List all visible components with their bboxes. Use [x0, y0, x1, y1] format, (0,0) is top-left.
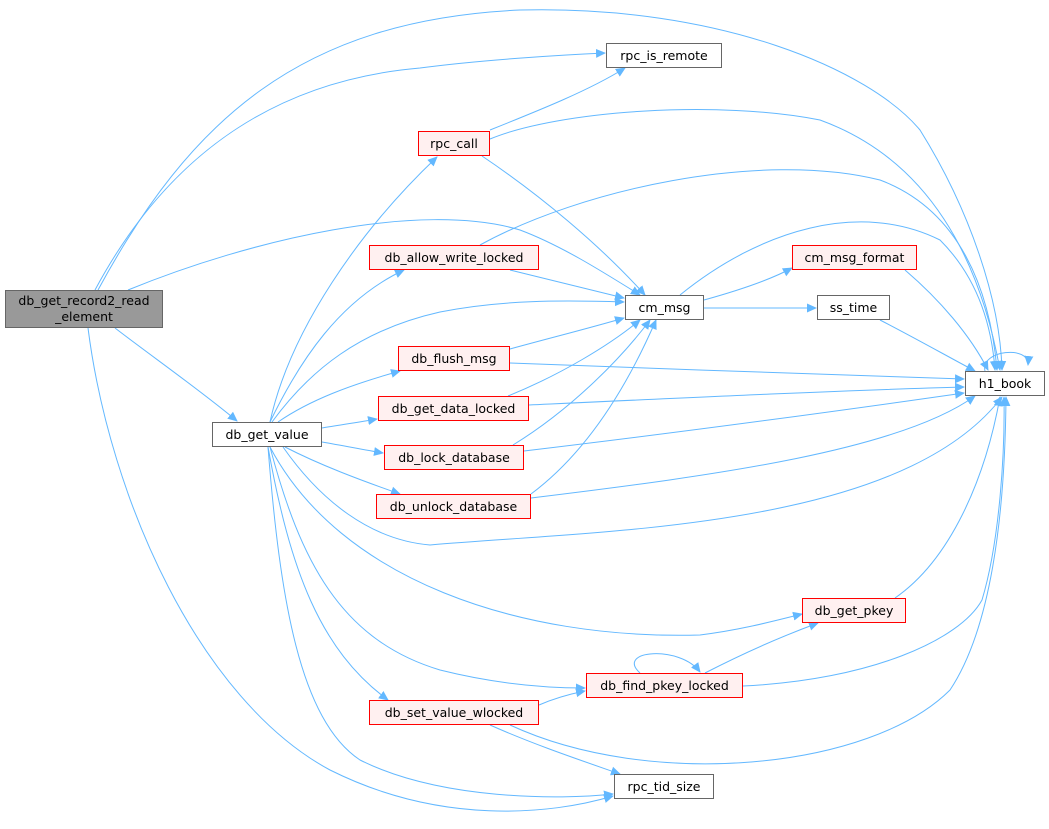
- node-cm-msg[interactable]: cm_msg: [625, 295, 704, 320]
- edge-h1-book-to-h1-book: [984, 351, 1034, 372]
- edge-db-unlock-database-to-h1-book: [530, 395, 976, 499]
- edge-db-allow-write-locked-to-cm-msg: [509, 269, 625, 301]
- edge-db-get-value-to-db-flush-msg: [277, 369, 401, 423]
- edge-db-find-pkey-locked-to-db-get-pkey: [704, 621, 819, 674]
- edge-db-find-pkey-locked-to-db-find-pkey-locked: [633, 653, 701, 674]
- edge-cm-msg-format-to-h1-book: [904, 269, 989, 371]
- edge-db-get-value-to-cm-msg: [271, 297, 625, 423]
- edge-rpc-call-to-h1-book: [489, 109, 1003, 371]
- node-cm-msg-format[interactable]: cm_msg_format: [792, 245, 917, 270]
- edge-db-get-value-to-rpc-call: [269, 156, 438, 423]
- edge-db-get-data-locked-to-h1-book: [528, 382, 965, 406]
- edge-rpc-call-to-rpc-is-remote: [489, 67, 626, 131]
- edge-db-flush-msg-to-cm-msg: [509, 316, 625, 350]
- edges-layer: [87, 9, 1034, 812]
- edge-db-set-value-wlocked-to-h1-book: [509, 396, 1011, 765]
- edge-ss-time-to-h1-book: [879, 319, 976, 372]
- node-rpc-tid-size[interactable]: rpc_tid_size: [614, 774, 714, 799]
- edge-cm-msg-to-cm-msg-format: [703, 267, 793, 301]
- node-db-find-pkey-locked[interactable]: db_find_pkey_locked: [586, 673, 743, 698]
- edge-root-to-cm-msg: [127, 219, 641, 296]
- edge-db-get-value-to-db-lock-database: [321, 441, 384, 456]
- edge-db-find-pkey-locked-to-h1-book: [742, 396, 1009, 687]
- node-db-lock-database[interactable]: db_lock_database: [384, 445, 524, 470]
- edge-db-flush-msg-to-h1-book: [509, 362, 965, 384]
- edge-db-unlock-database-to-cm-msg: [530, 319, 657, 495]
- edge-db-get-value-to-db-unlock-database: [284, 446, 401, 496]
- edge-root-to-db-get-value: [114, 327, 238, 422]
- edge-cm-msg-to-h1-book: [679, 221, 999, 371]
- edge-db-lock-database-to-cm-msg: [512, 319, 651, 446]
- node-db-set-value-wlocked[interactable]: db_set_value_wlocked: [369, 700, 539, 725]
- edge-root-to-rpc-is-remote: [94, 48, 606, 291]
- node-rpc-is-remote[interactable]: rpc_is_remote: [606, 43, 722, 68]
- edge-db-allow-write-locked-to-h1-book: [479, 169, 1001, 371]
- edge-db-get-pkey-to-h1-book: [894, 396, 1003, 599]
- node-ss-time[interactable]: ss_time: [817, 295, 890, 320]
- edge-db-get-data-locked-to-cm-msg: [507, 319, 641, 397]
- edge-db-set-value-wlocked-to-db-find-pkey-locked: [538, 688, 586, 706]
- edge-db-get-value-to-db-get-pkey: [269, 446, 803, 636]
- edge-db-get-value-to-db-allow-write-locked: [269, 269, 405, 423]
- node-db-allow-write-locked[interactable]: db_allow_write_locked: [369, 245, 539, 270]
- edge-db-get-value-to-db-set-value-wlocked: [267, 446, 389, 701]
- node-h1-book[interactable]: h1_book: [965, 371, 1045, 396]
- edge-db-set-value-wlocked-to-rpc-tid-size: [489, 724, 621, 776]
- edge-root-to-rpc-tid-size: [87, 327, 614, 812]
- node-db-get-pkey[interactable]: db_get_pkey: [802, 598, 906, 623]
- node-db-get-record2-read-element: db_get_record2_read _element: [5, 290, 163, 328]
- edge-db-get-value-to-db-find-pkey-locked: [269, 446, 586, 693]
- edge-db-get-value-to-rpc-tid-size: [267, 446, 614, 800]
- node-db-unlock-database[interactable]: db_unlock_database: [376, 494, 531, 519]
- node-db-flush-msg[interactable]: db_flush_msg: [398, 346, 510, 371]
- node-db-get-value[interactable]: db_get_value: [212, 422, 322, 447]
- node-db-get-data-locked[interactable]: db_get_data_locked: [378, 396, 529, 421]
- edge-rpc-call-to-cm-msg: [481, 155, 646, 296]
- edge-root-to-h1-book: [97, 9, 1007, 371]
- edge-db-get-value-to-h1-book: [282, 396, 1003, 546]
- node-rpc-call[interactable]: rpc_call: [418, 131, 490, 156]
- edge-db-get-value-to-db-get-data-locked: [321, 416, 378, 429]
- edge-db-lock-database-to-h1-book: [523, 389, 965, 452]
